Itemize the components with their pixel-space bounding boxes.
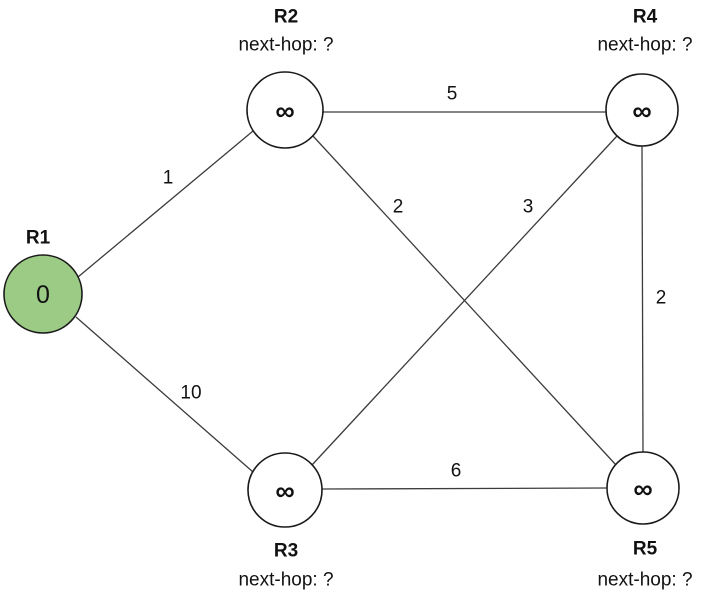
node-name-r3: R3 [274,541,298,562]
node-circle-r2[interactable] [246,71,324,149]
edges-layer [75,111,644,490]
edge-weight-label: 3 [523,197,534,218]
edge-weight-label: 6 [451,461,462,482]
node-value-r4: ∞ [632,96,651,126]
node-name-r1: R1 [26,228,51,249]
edge-r4-r5 [641,145,644,453]
nodes-layer: 0 ∞ ∞ ∞ ∞ [3,71,680,528]
edge-weight-label: 1 [163,168,174,189]
node-name-r4: R4 [633,7,658,28]
edge-r3-r4 [311,135,618,466]
node-nexthop-r4: next-hop: ? [597,35,692,56]
node-circle-r1[interactable] [3,254,83,334]
node-circle-r4[interactable] [605,73,679,147]
node-nexthop-r5: next-hop: ? [597,570,692,591]
edge-weight-label: 2 [656,288,667,309]
node-nexthop-r2: next-hop: ? [238,35,333,56]
edge-weight-label: 5 [447,84,458,105]
labels-layer: 1 10 5 2 3 2 6 R1 R2 next-hop: ? R4 next-hop: ? R3 ne… [26,7,693,591]
node-nexthop-r3: next-hop: ? [238,570,333,591]
node-value-r2: ∞ [275,96,294,126]
edge-r1-r3 [75,316,254,473]
node-circle-r5[interactable] [606,451,680,525]
node-name-r5: R5 [633,539,658,560]
edge-weight-label: 2 [393,197,404,218]
node-circle-r3[interactable] [247,452,323,528]
node-name-r2: R2 [274,7,298,28]
edge-r1-r2 [77,130,254,278]
edge-weight-label: 10 [180,383,201,404]
node-value-r5: ∞ [633,474,652,504]
node-value-r1: 0 [36,281,50,309]
edge-r3-r5 [321,487,608,490]
node-value-r3: ∞ [275,476,294,506]
